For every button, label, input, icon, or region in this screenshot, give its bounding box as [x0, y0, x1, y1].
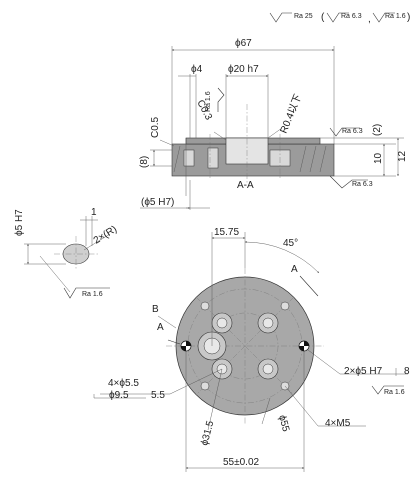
thread-note-label: 4×M5	[325, 418, 351, 429]
pin-hole-depth-label: 8	[404, 366, 410, 377]
counterbore-diameter-label: ϕ9.5	[109, 390, 129, 401]
pin-finish-text: Ra 1.6	[384, 389, 405, 396]
detail-finish-text: Ra 1.6	[82, 291, 103, 298]
finish-paren-close: )	[407, 12, 410, 23]
pcd-large-label: ϕ55	[276, 414, 291, 433]
finish-symbol-general: Ra 25	[269, 12, 313, 23]
upper-step-label: (2)	[372, 124, 383, 136]
bore-finish-symbol: Ra 1.6	[205, 87, 225, 112]
pin-finish-symbol: Ra 1.6	[371, 385, 405, 396]
thread-holes	[200, 301, 290, 391]
detail-view: 1 2×(R) ϕ5 H7 Ra 1.6	[14, 207, 119, 299]
pin-hole-note-label: 2×ϕ5 H7	[344, 366, 383, 377]
plan-view: 15.75 45° A A B 4×ϕ5.5 ϕ9.5 5.5 2×ϕ5 H7 …	[93, 227, 410, 472]
bore-diameter-label: ϕ20 h7	[228, 64, 259, 75]
finish-symbol-mid: Ra 6.3	[326, 12, 362, 23]
reamed-hole-label: (ϕ5 H7)	[141, 197, 174, 208]
pcd-small-label: ϕ31.5	[199, 419, 216, 446]
top-finish-symbol: Ra 6.3	[329, 127, 363, 137]
surface-finish-legend: Ra 25 ( Ra 6.3 , Ra 1.6 )	[269, 12, 410, 25]
section-mark-left: A	[157, 322, 164, 333]
offset-label: 15.75	[214, 227, 239, 238]
finish-fine-text: Ra 1.6	[385, 13, 406, 20]
fillet-label: R0.4以下	[279, 93, 305, 135]
section-part-body	[171, 137, 335, 177]
marker-b: B	[152, 304, 159, 315]
pin-holes	[180, 340, 310, 352]
detail-finish-symbol: Ra 1.6	[63, 287, 110, 299]
finish-general-text: Ra 25	[294, 13, 313, 20]
counterbore-qty-label: 4×ϕ5.5	[108, 378, 139, 389]
finish-symbol-fine: Ra 1.6	[372, 12, 406, 23]
width-tolerance-label: 55±0.02	[223, 457, 260, 468]
top-finish-text: Ra 6.3	[342, 128, 363, 135]
step-height-label: (8)	[139, 156, 150, 168]
finish-mid-text: Ra 6.3	[341, 13, 362, 20]
section-label: A-A	[237, 180, 254, 191]
chamfer-outer-label: C0.5	[150, 116, 161, 138]
overall-diameter-label: ϕ67	[235, 38, 252, 49]
finish-paren-open: (	[321, 12, 325, 23]
bottom-finish-symbol: Ra 6.3	[329, 175, 373, 189]
bottom-finish-text: Ra 6.3	[352, 181, 373, 188]
pin-hole-diameter-label: ϕ4	[191, 64, 203, 75]
counterbore-holes	[211, 312, 279, 380]
detail-hole-label: ϕ5 H7	[14, 209, 25, 236]
lower-height-label: 10	[373, 152, 384, 164]
angle-label: 45°	[283, 238, 298, 249]
detail-width-label: 1	[91, 207, 97, 218]
finish-comma: ,	[368, 14, 371, 25]
section-mark-top: A	[291, 264, 298, 275]
section-view: ϕ67 ϕ4 ϕ20 h7 Ra 1.6 C0.5 C0.3 R0.4以下 Ra…	[139, 38, 408, 210]
bore-finish-text: Ra 1.6	[205, 91, 212, 112]
total-height-label: 12	[397, 150, 408, 162]
detail-radius-label: 2×(R)	[92, 224, 119, 247]
counterbore-depth-label: 5.5	[151, 390, 165, 401]
